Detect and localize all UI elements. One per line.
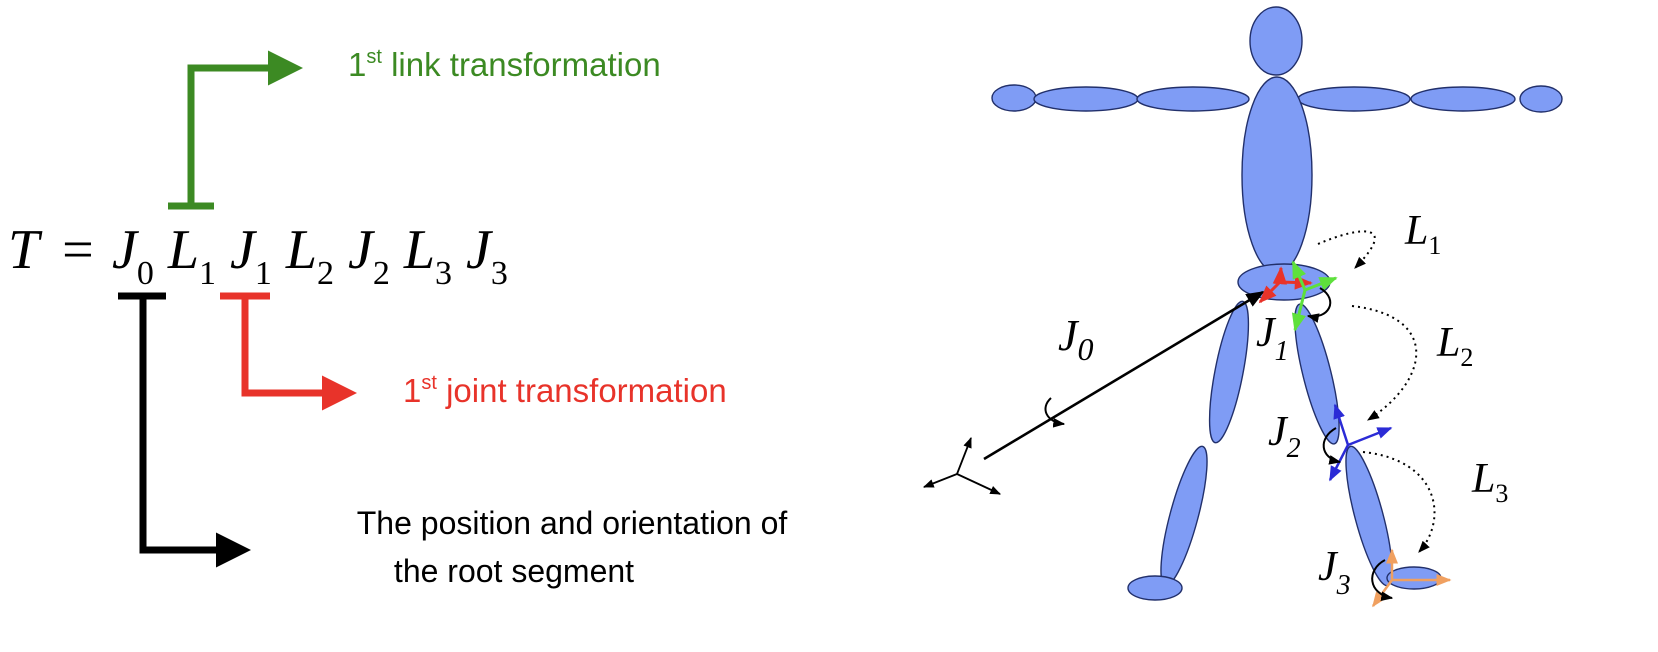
eq-sub-j3: 3 bbox=[491, 255, 508, 292]
label-j3: J3 bbox=[1318, 544, 1351, 601]
eq-term-j3: J bbox=[466, 219, 494, 281]
root-annotation-line2: the root segment bbox=[394, 553, 634, 589]
root-annotation-arrow bbox=[118, 292, 251, 568]
link-annotation-label: 1st link transformation bbox=[348, 46, 661, 83]
label-l2: L2 bbox=[1436, 320, 1473, 372]
left-hand bbox=[991, 84, 1037, 112]
j1-rotation-icon bbox=[1306, 287, 1332, 323]
equation-terms: J0 L1 J1 L2 J2 L3 J3 bbox=[112, 219, 508, 297]
left-shin bbox=[1160, 445, 1208, 587]
right-thigh bbox=[1294, 303, 1340, 445]
joint-annotation-label: 1st joint transformation bbox=[403, 372, 727, 409]
label-l1: L1 bbox=[1404, 208, 1441, 260]
eq-sub-j2: 2 bbox=[373, 255, 390, 292]
j3-rotation-icon bbox=[1371, 559, 1394, 601]
eq-sub-l3: 3 bbox=[435, 255, 452, 292]
equation-equals: = bbox=[62, 219, 94, 281]
j1-frame-icon bbox=[1258, 260, 1338, 332]
j0-rotation-icon bbox=[1044, 397, 1066, 428]
eq-term-j0: J bbox=[112, 219, 140, 281]
eq-term-j2: J bbox=[348, 219, 376, 281]
joint-annotation-arrow bbox=[220, 292, 357, 411]
left-forearm bbox=[1033, 86, 1139, 112]
root-annotation-line1: The position and orientation of bbox=[357, 505, 788, 541]
eq-sub-l2: 2 bbox=[317, 255, 334, 292]
label-j2: J2 bbox=[1268, 409, 1301, 464]
eq-term-l1: L bbox=[167, 219, 199, 281]
right-foot bbox=[1386, 566, 1442, 590]
l2-dotted-arrow bbox=[1351, 305, 1418, 421]
left-upper-arm bbox=[1136, 86, 1250, 112]
l1-dotted-arrow bbox=[1317, 230, 1376, 269]
equation: T = J0 L1 J1 L2 J2 L3 J3 bbox=[8, 219, 508, 297]
eq-sub-j1: 1 bbox=[255, 255, 272, 292]
link-dotted-arrows bbox=[1317, 230, 1436, 553]
head bbox=[1249, 6, 1303, 76]
j2-rotation-icon bbox=[1322, 427, 1342, 465]
right-hand bbox=[1519, 85, 1563, 113]
eq-sub-l1: 1 bbox=[199, 255, 216, 292]
label-l3: L3 bbox=[1471, 456, 1508, 508]
stick-figure bbox=[991, 6, 1563, 601]
label-j1: J1 bbox=[1256, 310, 1289, 367]
link-annotation-arrow bbox=[168, 50, 303, 210]
right-forearm bbox=[1410, 86, 1516, 112]
eq-term-j1: J bbox=[230, 219, 258, 281]
eq-term-l3: L bbox=[403, 219, 435, 281]
world-frame-icon bbox=[922, 436, 1001, 495]
root-translation-arrow bbox=[983, 290, 1265, 461]
torso bbox=[1241, 76, 1313, 274]
right-upper-arm bbox=[1297, 86, 1411, 112]
label-j0: J0 bbox=[1058, 311, 1094, 367]
left-thigh bbox=[1208, 300, 1250, 444]
svg-text:T =: T = bbox=[8, 219, 94, 281]
left-foot bbox=[1127, 575, 1183, 601]
l3-dotted-arrow bbox=[1362, 451, 1436, 553]
equation-lhs: T bbox=[8, 219, 43, 281]
eq-term-l2: L bbox=[285, 219, 317, 281]
eq-sub-j0: 0 bbox=[137, 255, 154, 292]
